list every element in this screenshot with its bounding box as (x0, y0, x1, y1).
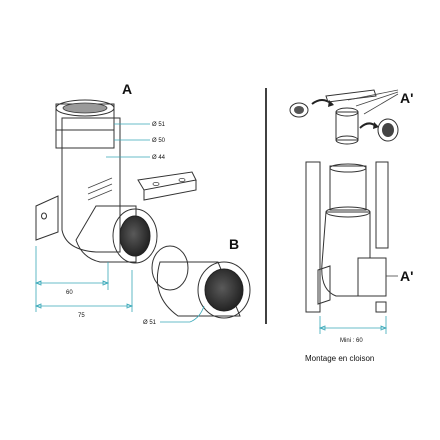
label-a: A (122, 81, 132, 97)
label-a-prime-top: A' (400, 90, 413, 106)
elbow-fitting-a (35, 99, 158, 264)
sleeve-diameter-label: Ø 51 (143, 320, 157, 326)
diameter-51-label: Ø 51 (152, 122, 166, 128)
sleeve-b: Ø 51 (143, 245, 251, 326)
caption: Montage en cloison (305, 354, 374, 363)
exploded-fitting-a-prime (289, 89, 399, 145)
outlet-opening (119, 215, 151, 257)
dimension-75-label: 75 (78, 313, 85, 319)
diameter-50-label: Ø 50 (152, 138, 166, 144)
dimension-60-label: 60 (66, 290, 73, 296)
wall-clip (137, 171, 197, 201)
partition-mounting-view (305, 161, 398, 334)
label-a-prime-side: A' (400, 268, 413, 284)
label-b: B (229, 236, 239, 252)
mini-60-label: Mini : 60 (340, 338, 363, 344)
dimension-lines: 60 75 (34, 246, 134, 319)
diameter-leaders: Ø 51 Ø 50 Ø 44 (106, 122, 166, 161)
diameter-44-label: Ø 44 (152, 155, 166, 161)
